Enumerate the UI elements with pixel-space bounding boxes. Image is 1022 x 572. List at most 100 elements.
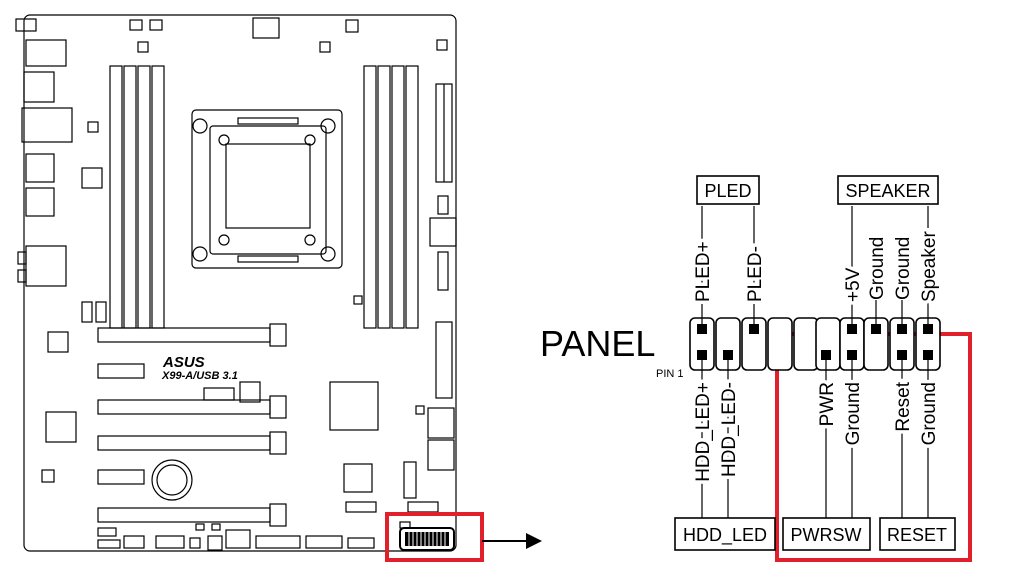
io-port [17, 269, 27, 283]
label-speaker: Speaker [919, 231, 940, 302]
group-hdd-led: HDD_LED [674, 517, 776, 551]
svg-text:HDD_LED-: HDD_LED- [719, 382, 740, 477]
svg-text:Ground: Ground [843, 382, 864, 445]
group-pled: PLED [696, 175, 760, 205]
dimm-slot [109, 65, 123, 329]
header [255, 535, 301, 549]
label-pled-minus: PLED- [745, 246, 766, 302]
svg-text:PLED+: PLED+ [693, 241, 714, 302]
fan-header [129, 19, 143, 31]
label-pled-plus: PLED+ [693, 241, 714, 302]
small-component [41, 469, 55, 483]
pcie-slot [97, 435, 271, 451]
header [347, 537, 375, 549]
board-panel-header [399, 527, 455, 551]
group-speaker-label: SPEAKER [845, 181, 930, 201]
svg-text:PLED-: PLED- [745, 246, 766, 302]
pcie-x1-slot [97, 363, 145, 379]
pcie-slot [97, 327, 271, 343]
io-port [23, 71, 55, 103]
board-model: X99-A/USB 3.1 [161, 370, 238, 382]
chipset [329, 381, 379, 431]
small-component [45, 411, 77, 443]
label-pwr-ground: Ground [843, 382, 864, 445]
small-component [239, 381, 261, 403]
small-component [81, 301, 93, 323]
pcie-latch [269, 395, 287, 419]
group-reset-label: RESET [887, 525, 947, 545]
io-port [21, 107, 73, 143]
io-port [25, 187, 55, 217]
small-component [87, 121, 99, 133]
board-outline [23, 14, 457, 552]
group-pwrsw: PWRSW [782, 517, 871, 551]
label-hdd-led-minus: HDD_LED- [719, 382, 740, 477]
small-component [81, 167, 103, 189]
pin-hdd-led-plus [697, 350, 707, 360]
small-component [353, 295, 363, 305]
pin-ground [871, 324, 881, 334]
header [97, 527, 117, 537]
label-ground-2: Ground [893, 237, 914, 300]
pcie-latch [269, 323, 287, 347]
small-component [47, 331, 69, 353]
small-component [345, 19, 359, 33]
sata-port [435, 321, 453, 399]
pin-hdd-led-minus [723, 350, 733, 360]
small-component [137, 41, 149, 53]
label-reset: Reset [893, 381, 914, 431]
top-pin-labels: PLED+ PLED+ PLED- PLED- +5V +5V Ground G… [690, 227, 944, 305]
small-component [437, 195, 449, 215]
small-component [195, 523, 205, 531]
label-ground-1: Ground [867, 237, 888, 300]
header [407, 501, 439, 513]
label-hdd-led-plus: HDD_LED+ [693, 382, 714, 482]
header [189, 537, 201, 549]
pin-5v [847, 324, 857, 334]
io-port [17, 251, 27, 265]
label-pwr: PWR [817, 382, 838, 426]
button [207, 535, 223, 551]
pcie-latch [269, 503, 287, 527]
pin-ground [897, 324, 907, 334]
small-component [211, 523, 221, 531]
board-brand: ASUS [162, 354, 205, 371]
svg-text:+5V: +5V [843, 267, 864, 302]
callout-arrow [482, 533, 542, 549]
svg-text:HDD_LED+: HDD_LED+ [693, 382, 714, 482]
small-component [203, 387, 235, 401]
usb3-header [403, 461, 417, 499]
group-reset: RESET [879, 517, 956, 551]
motherboard [15, 14, 457, 552]
svg-text:Speaker: Speaker [919, 231, 940, 302]
io-port [25, 39, 67, 67]
small-component [343, 463, 373, 493]
svg-text:Reset: Reset [893, 381, 914, 431]
board-header-highlight [385, 512, 484, 562]
sata-port [427, 407, 455, 439]
bottom-pin-labels: HDD_LED+ HDD_LED+ HDD_LED- HDD_LED- PWR … [690, 378, 944, 486]
dimm-slot [137, 65, 151, 329]
pin-reset [897, 350, 907, 360]
header [305, 535, 343, 549]
dimm-slot [377, 65, 391, 329]
header [155, 535, 185, 549]
io-port [25, 153, 55, 183]
cpu-socket [191, 109, 343, 269]
pin-pwr [821, 350, 831, 360]
header [123, 535, 145, 549]
sata-port [427, 439, 455, 471]
pin-ground [923, 350, 933, 360]
group-speaker: SPEAKER [837, 175, 939, 205]
header [97, 539, 121, 549]
svg-text:Ground: Ground [919, 382, 940, 445]
dimm-slot [363, 65, 377, 329]
top-pin-lines [701, 206, 929, 324]
group-pled-label: PLED [704, 181, 751, 201]
group-hdd-led-label: HDD_LED [683, 525, 767, 546]
small-component [319, 41, 331, 53]
debug-led [225, 529, 251, 549]
dimm-slot [151, 65, 165, 329]
